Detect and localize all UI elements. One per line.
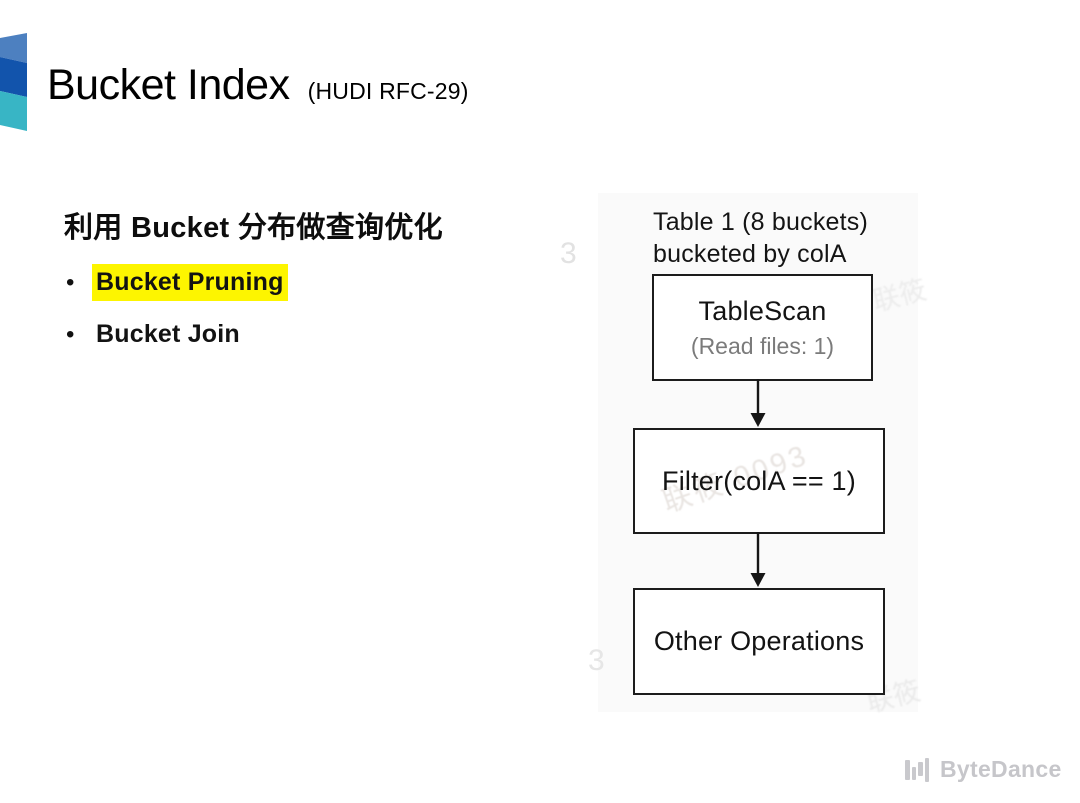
flowchart-caption-line1: Table 1 (8 buckets) xyxy=(653,208,869,236)
watermark-numeral: 3 xyxy=(560,237,577,270)
arrow-down-icon xyxy=(750,532,766,587)
slide-title-row: Bucket Index (HUDI RFC-29) xyxy=(47,61,469,109)
section-heading: 利用 Bucket 分布做查询优化 xyxy=(64,212,443,244)
bullet-item-bucket-pruning: • Bucket Pruning xyxy=(66,264,288,301)
node-subtitle: (Read files: 1) xyxy=(690,332,835,359)
brand-name: ByteDance xyxy=(940,756,1062,782)
ribbon-band-top xyxy=(0,33,27,63)
flowchart-caption: Table 1 (8 buckets) bucketed by colA xyxy=(653,206,868,270)
flowchart-node-tablescan: TableScan (Read files: 1) xyxy=(652,274,873,381)
bytedance-logo: ByteDance xyxy=(905,756,1062,783)
bullet-dot-icon: • xyxy=(66,268,75,296)
page-title-suffix: (HUDI RFC-29) xyxy=(307,78,469,104)
node-title: TableScan xyxy=(698,295,827,326)
bullet-label: Bucket Pruning xyxy=(92,264,288,301)
bytedance-bars-icon xyxy=(905,756,931,783)
bullet-item-bucket-join: • Bucket Join xyxy=(66,316,244,353)
page-title: Bucket Index xyxy=(47,61,290,109)
arrow-down-icon xyxy=(750,379,766,427)
node-title: Other Operations xyxy=(653,626,865,656)
node-title: Filter(colA == 1) xyxy=(662,465,856,496)
bullet-dot-icon: • xyxy=(66,320,75,348)
corner-ribbon-decoration xyxy=(0,33,27,131)
bullet-label: Bucket Join xyxy=(96,320,240,348)
ribbon-band-bottom xyxy=(0,91,27,131)
ribbon-band-middle xyxy=(0,57,27,97)
flowchart-node-other-operations: Other Operations xyxy=(633,588,885,695)
flowchart-node-filter: 联筱 0093 Filter(colA == 1) xyxy=(633,428,885,534)
flowchart-caption-line2: bucketed by colA xyxy=(653,240,847,268)
